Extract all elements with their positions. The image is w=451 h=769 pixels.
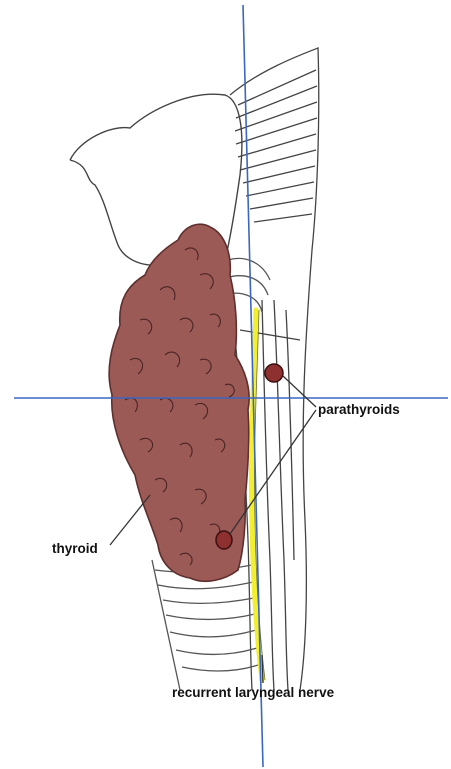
recurrent-laryngeal-nerve-label: recurrent laryngeal nerve bbox=[172, 686, 334, 700]
parathyroids-label: parathyroids bbox=[318, 403, 400, 417]
parathyroid-upper-leader bbox=[283, 376, 316, 407]
thyroid-gland bbox=[109, 224, 249, 581]
thyroid-leader bbox=[110, 495, 150, 545]
thyroid-label: thyroid bbox=[52, 542, 98, 556]
parathyroid-upper bbox=[265, 364, 283, 382]
